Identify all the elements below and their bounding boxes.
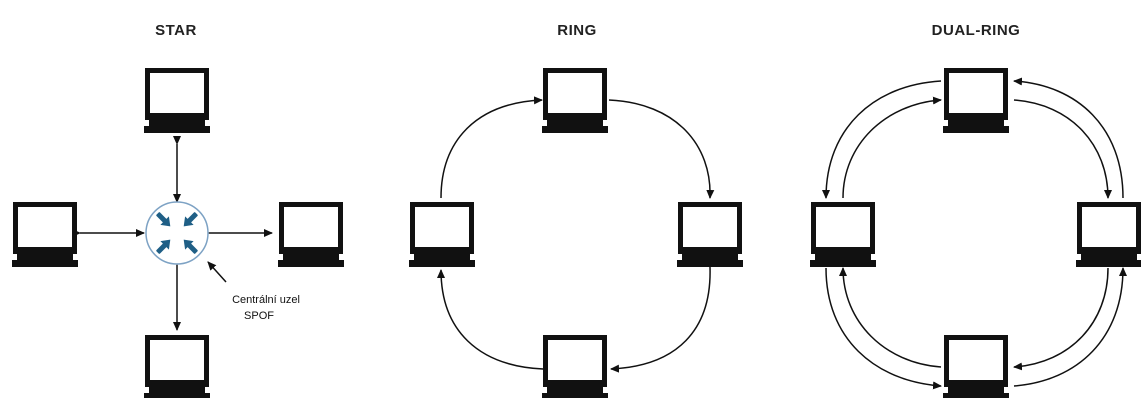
dual-ring-inner-top-right xyxy=(1013,99,1112,199)
dual-ring-diagram: DUAL-RING xyxy=(810,22,1141,398)
star-diagram: STAR Centrální uzel SPOF xyxy=(12,22,344,398)
computer-icon xyxy=(144,68,210,133)
dual-ring-outer-bottom-right xyxy=(1013,267,1127,387)
dual-ring-inner-bottom-left xyxy=(839,267,942,368)
dual-ring-outer-top-left xyxy=(822,80,942,199)
dual-ring-title: DUAL-RING xyxy=(932,22,1021,39)
router-icon xyxy=(145,201,209,265)
ring-link-bottom-left xyxy=(437,269,544,370)
ring-title: RING xyxy=(557,22,597,39)
dual-ring-outer-right-top xyxy=(1013,77,1124,199)
dual-ring-outer-left-bottom xyxy=(825,267,942,390)
ring-link-top-right xyxy=(608,99,715,199)
ring-link-right-bottom xyxy=(610,266,711,373)
computer-icon xyxy=(144,335,210,398)
computer-icon xyxy=(12,202,78,267)
computer-icon xyxy=(409,202,475,267)
computer-icon xyxy=(810,202,876,267)
computer-icon xyxy=(542,335,608,398)
star-title: STAR xyxy=(155,22,197,39)
ring-link-left-top xyxy=(440,96,543,199)
central-node-label-line-1: Centrální uzel xyxy=(232,294,300,306)
computer-icon xyxy=(542,68,608,133)
computer-icon xyxy=(943,68,1009,133)
computer-icon xyxy=(943,335,1009,398)
computer-icon xyxy=(677,202,743,267)
central-node-label-line-2: SPOF xyxy=(244,310,274,322)
computer-icon xyxy=(278,202,344,267)
central-node-callout xyxy=(207,261,227,283)
dual-ring-inner-right-bottom xyxy=(1013,267,1109,371)
ring-diagram: RING xyxy=(409,22,743,398)
dual-ring-inner-left-top xyxy=(842,96,942,199)
computer-icon xyxy=(1076,202,1141,267)
